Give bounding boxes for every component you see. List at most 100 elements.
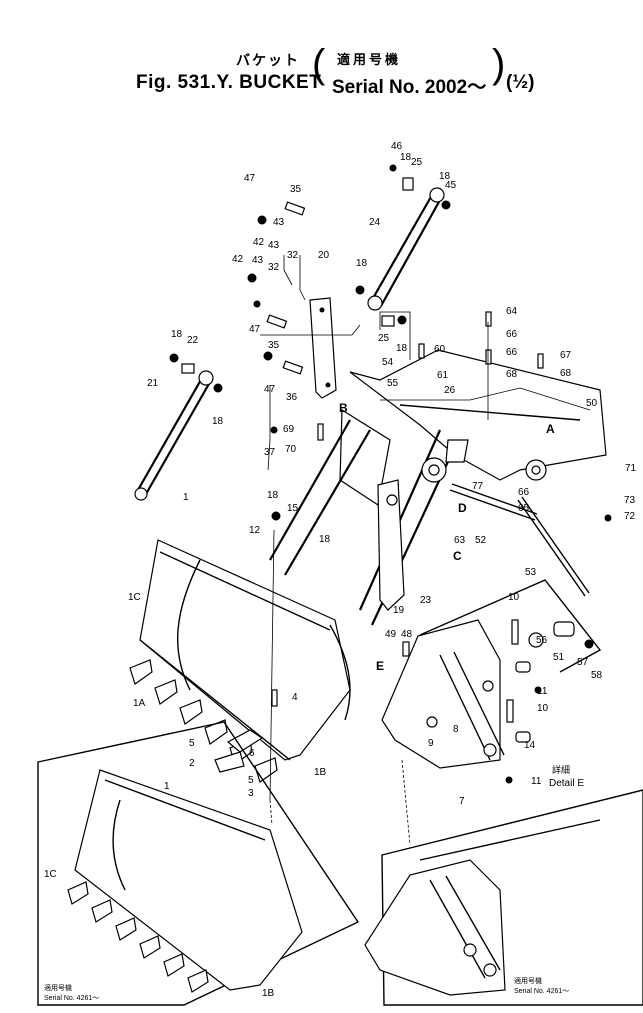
part-42b: 42 bbox=[232, 254, 244, 265]
inset-part-1b: 1B bbox=[262, 988, 275, 999]
part-49: 49 bbox=[385, 629, 397, 640]
detail-label: 詳細 Detail E bbox=[549, 764, 584, 789]
inset-right-serial: Serial No. 4261～ bbox=[514, 988, 569, 995]
pins-52-53 bbox=[449, 483, 590, 597]
part-66: 66 bbox=[506, 329, 518, 340]
part-48: 48 bbox=[401, 629, 413, 640]
part-77: 77 bbox=[472, 481, 484, 492]
part-73: 73 bbox=[624, 495, 636, 506]
part-43b: 43 bbox=[268, 240, 280, 251]
part-18h: 18 bbox=[319, 534, 331, 545]
callout-b: B bbox=[339, 401, 348, 415]
part-36: 36 bbox=[286, 392, 298, 403]
part-37: 37 bbox=[264, 447, 276, 458]
part-14: 14 bbox=[524, 740, 536, 751]
open-paren: ( bbox=[312, 42, 326, 86]
part-12: 12 bbox=[249, 525, 261, 536]
part-56: 56 bbox=[536, 635, 548, 646]
part-21: 21 bbox=[147, 378, 159, 389]
part-11: 11 bbox=[537, 686, 548, 697]
japanese-applicable-label: 適用号機 bbox=[337, 52, 402, 67]
part-20: 20 bbox=[318, 250, 330, 261]
part-23: 23 bbox=[420, 595, 432, 606]
inset-left-serial: Serial No. 4261～ bbox=[44, 995, 99, 1002]
part-60: 60 bbox=[434, 344, 446, 355]
part-5b: 5 bbox=[248, 775, 254, 786]
part-54: 54 bbox=[382, 357, 394, 368]
rod-24 bbox=[371, 194, 441, 307]
inset-left-jp: 適用号機 bbox=[44, 983, 72, 992]
part-71: 71 bbox=[625, 463, 637, 474]
part-64: 64 bbox=[506, 306, 518, 317]
part-63: 63 bbox=[454, 535, 466, 546]
leader-lines bbox=[260, 255, 489, 846]
inset-part-1c: 1C bbox=[44, 869, 57, 880]
part-18e: 18 bbox=[171, 329, 183, 340]
upper-linkage bbox=[134, 187, 445, 501]
part-35b: 35 bbox=[268, 340, 280, 351]
part-22: 22 bbox=[187, 335, 199, 346]
part-42: 42 bbox=[253, 237, 265, 248]
callout-c: C bbox=[453, 549, 462, 563]
part-11b: 11 bbox=[531, 776, 542, 787]
inset-left bbox=[37, 721, 360, 1006]
part-7: 7 bbox=[459, 796, 465, 807]
japanese-title: バケット bbox=[236, 52, 300, 68]
callout-a: A bbox=[546, 422, 555, 436]
part-10b: 10 bbox=[537, 703, 549, 714]
part-1: 1 bbox=[183, 492, 189, 503]
part-57: 57 bbox=[577, 657, 589, 668]
part-9: 9 bbox=[428, 738, 434, 749]
part-55: 55 bbox=[387, 378, 399, 389]
detail-e-label: Detail E bbox=[549, 778, 584, 789]
part-25: 25 bbox=[411, 157, 423, 168]
part-2: 2 bbox=[189, 758, 195, 769]
callout-d: D bbox=[458, 501, 467, 515]
part-46: 46 bbox=[391, 141, 403, 152]
part-18d: 18 bbox=[396, 343, 408, 354]
hardware bbox=[169, 164, 612, 784]
part-18: 18 bbox=[400, 152, 412, 163]
inset-right-jp: 適用号機 bbox=[514, 976, 542, 985]
detail-jp: 詳細 bbox=[552, 764, 570, 775]
part-1a: 1A bbox=[133, 698, 146, 709]
part-18c: 18 bbox=[356, 258, 368, 269]
part-43c: 43 bbox=[252, 255, 264, 266]
part-66b: 66 bbox=[506, 347, 518, 358]
part-70: 70 bbox=[285, 444, 297, 455]
part-32b: 32 bbox=[268, 262, 280, 273]
part-67: 67 bbox=[560, 350, 572, 361]
part-15: 15 bbox=[287, 503, 299, 514]
part-66c: 66 bbox=[518, 487, 530, 498]
part-61: 61 bbox=[437, 370, 449, 381]
part-47: 47 bbox=[244, 173, 256, 184]
part-53: 53 bbox=[525, 567, 537, 578]
inset-part-1: 1 bbox=[164, 781, 170, 792]
lever-20 bbox=[309, 297, 337, 399]
part-47b: 47 bbox=[249, 324, 261, 335]
part-68: 68 bbox=[506, 369, 518, 380]
inset-right bbox=[364, 789, 643, 1006]
part-26: 26 bbox=[444, 385, 456, 396]
page-fraction: (½) bbox=[506, 72, 535, 93]
part-6: 6 bbox=[249, 748, 255, 759]
inset-serial-labels: 適用号機 Serial No. 4261～ 適用号機 Serial No. 42… bbox=[44, 976, 569, 1002]
part-58: 58 bbox=[591, 670, 603, 681]
close-paren: ) bbox=[492, 42, 506, 86]
part-50: 50 bbox=[586, 398, 598, 409]
part-18b: 18 bbox=[439, 171, 451, 182]
part-68b: 68 bbox=[560, 368, 572, 379]
part-8: 8 bbox=[453, 724, 459, 735]
part-47c: 47 bbox=[264, 384, 276, 395]
part-1b: 1B bbox=[314, 767, 327, 778]
part-24: 24 bbox=[369, 217, 381, 228]
part-18g: 18 bbox=[267, 490, 279, 501]
part-10: 10 bbox=[508, 592, 520, 603]
part-43: 43 bbox=[273, 217, 285, 228]
callout-letters: B A D C E bbox=[339, 401, 555, 673]
part-32: 32 bbox=[287, 250, 299, 261]
part-65: 65 bbox=[518, 503, 530, 514]
part-69: 69 bbox=[283, 424, 295, 435]
part-52: 52 bbox=[475, 535, 487, 546]
